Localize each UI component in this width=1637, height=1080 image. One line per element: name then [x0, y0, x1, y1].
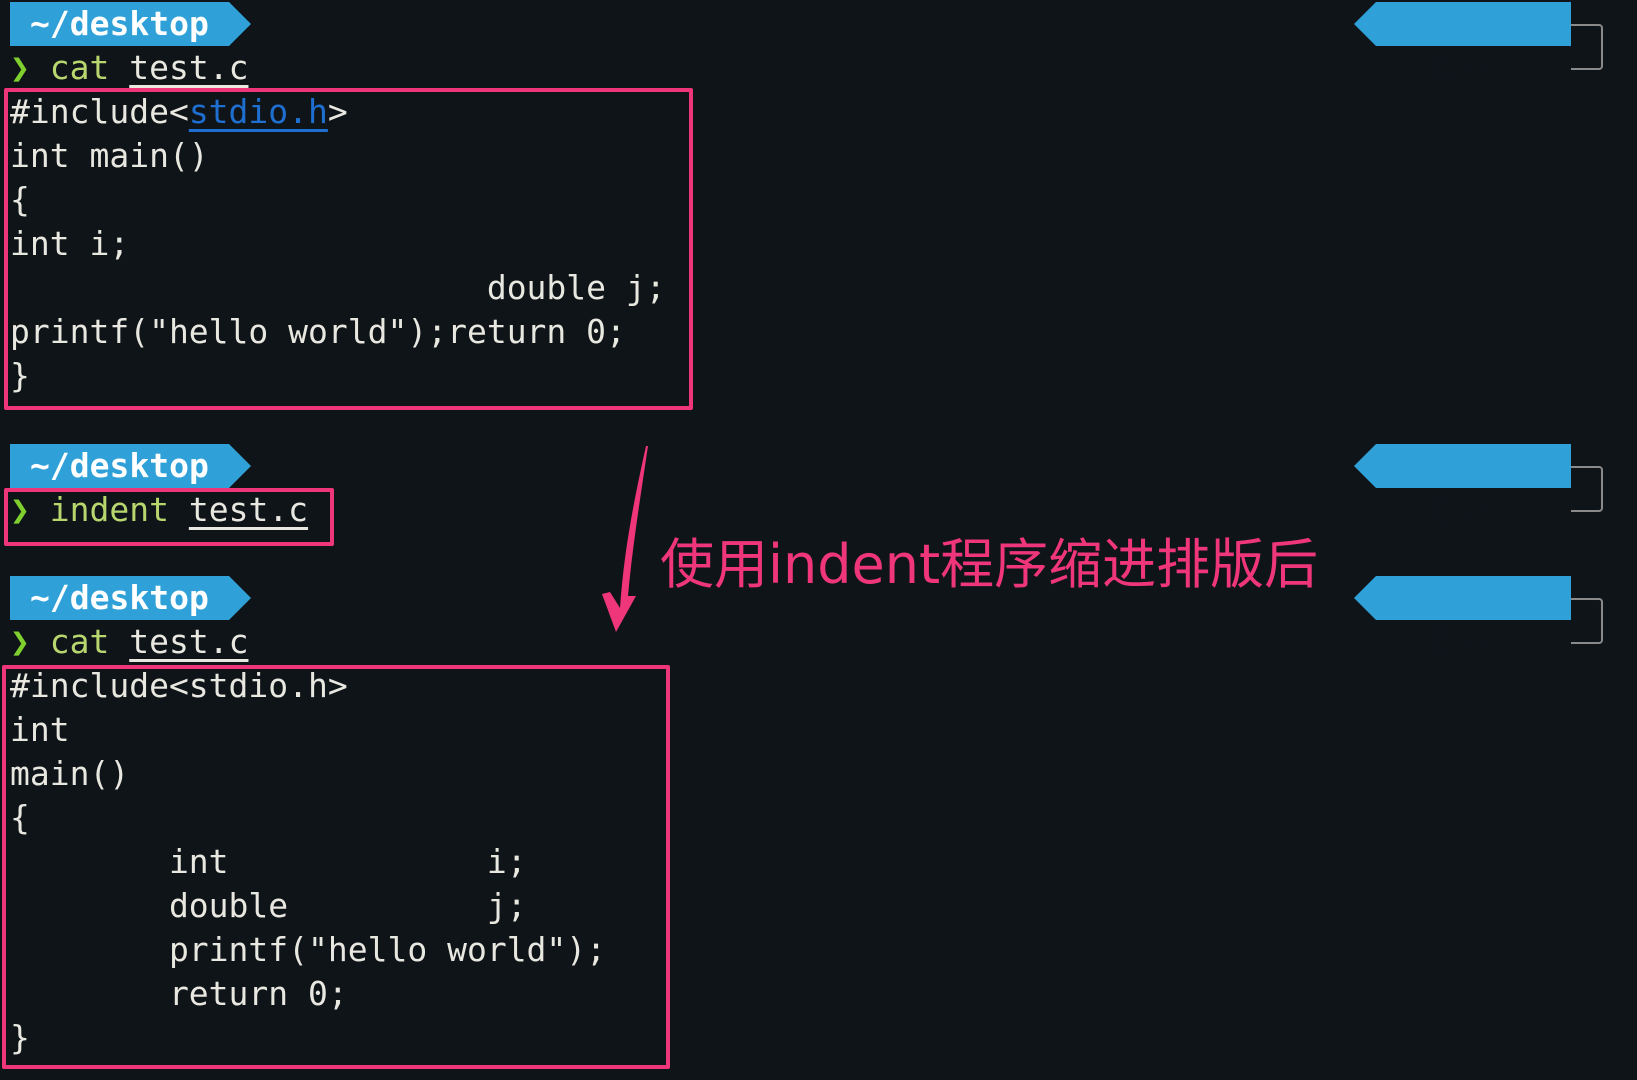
annotation-label: 使用indent程序缩进排版后 [660, 533, 1319, 596]
command-name: indent [49, 490, 169, 529]
env-label: base [1435, 622, 1515, 661]
env-label: base [1435, 490, 1515, 529]
code-line: double j; [10, 886, 527, 925]
path-segment: ~/desktop [10, 444, 251, 488]
command-arg[interactable]: test.c [188, 490, 309, 529]
code-line: int i; [10, 842, 527, 881]
highlight-box-indented [2, 665, 670, 1069]
code-line: } [10, 356, 30, 395]
code-line: #include<stdio.h> [10, 666, 348, 705]
python-icon [1530, 59, 1552, 81]
python-icon [1530, 501, 1552, 523]
command-name: cat [49, 622, 110, 661]
env-segment: base [1353, 444, 1571, 529]
code-line: { [10, 180, 30, 219]
prompt-chevron: ❯ [10, 48, 30, 87]
prompt-bracket [1571, 24, 1603, 70]
prompt-bracket [1571, 598, 1603, 644]
env-label: base [1435, 48, 1515, 87]
code-line: return 0; [10, 974, 348, 1013]
code-line: int i; [10, 224, 130, 263]
command-arg[interactable]: test.c [129, 622, 249, 661]
env-segment: base [1353, 576, 1571, 661]
env-segment: base [1353, 2, 1571, 87]
code-line: #include<stdio.h> [10, 90, 348, 134]
command-line[interactable]: ❯ cat test.c [10, 620, 248, 664]
code-text: > [327, 92, 348, 131]
code-line: { [10, 798, 30, 837]
code-line: int [10, 710, 70, 749]
code-line: printf("hello world");return 0; [10, 312, 626, 351]
code-line: } [10, 1018, 30, 1057]
code-line: main() [10, 754, 130, 793]
path-segment: ~/desktop [10, 576, 251, 620]
prompt-bracket [1571, 466, 1603, 512]
command-arg[interactable]: test.c [129, 48, 249, 87]
code-line: double j; [10, 268, 666, 307]
prompt-chevron: ❯ [10, 490, 30, 529]
command-line[interactable]: ❯ cat test.c [10, 46, 248, 90]
code-line: int main() [10, 136, 209, 175]
prompt-chevron: ❯ [10, 622, 30, 661]
code-text: #include< [10, 92, 189, 131]
highlight-box-original [4, 88, 693, 410]
header-link[interactable]: stdio.h [188, 92, 328, 131]
arrow-icon [602, 446, 648, 632]
path-segment: ~/desktop [10, 2, 251, 46]
command-line[interactable]: ❯ indent test.c [10, 488, 308, 532]
code-line: printf("hello world"); [10, 930, 607, 969]
python-icon [1530, 633, 1552, 655]
highlight-box-command [4, 488, 334, 546]
command-name: cat [49, 48, 110, 87]
